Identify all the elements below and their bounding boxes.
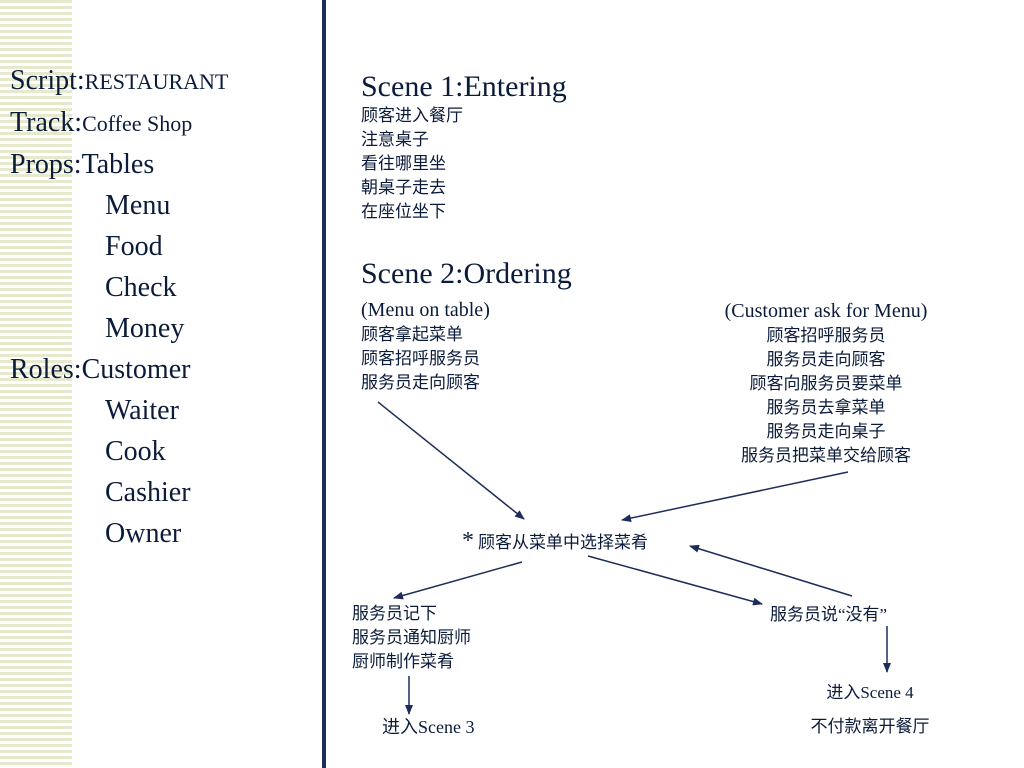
arrow-choose-to-waiter bbox=[393, 561, 523, 600]
track-line: Track:Coffee Shop bbox=[10, 102, 228, 144]
roles-item: Owner bbox=[105, 518, 182, 549]
track-value: Coffee Shop bbox=[82, 111, 193, 136]
leave-restaurant: 不付款离开餐厅 bbox=[810, 717, 930, 736]
roles-item: Customer bbox=[81, 354, 191, 385]
waiter-path-node: 服务员记下 服务员通知厨师 厨师制作菜肴 bbox=[352, 602, 471, 674]
branch-a-heading: (Menu on table) bbox=[361, 299, 490, 321]
scene1-block: Scene 1:Entering 顾客进入餐厅 注意桌子 看往哪里坐 朝桌子走去… bbox=[361, 70, 567, 224]
branch-menu-on-table: (Menu on table) 顾客拿起菜单 顾客招呼服务员 服务员走向顾客 bbox=[361, 297, 490, 395]
branch-b-step: 顾客向服务员要菜单 bbox=[749, 374, 903, 393]
roles-item: Cashier bbox=[105, 477, 191, 508]
scene1-step: 看往哪里坐 bbox=[361, 154, 446, 173]
branch-a-step: 顾客招呼服务员 bbox=[361, 349, 480, 368]
props-label: Props: bbox=[10, 149, 82, 180]
scene2-title: Scene 2:Ordering bbox=[361, 257, 572, 290]
arrow-branch-b-to-choose bbox=[621, 471, 849, 523]
branch-a-step: 服务员走向顾客 bbox=[361, 373, 480, 392]
roles-label: Roles: bbox=[10, 354, 82, 385]
branch-b-step: 服务员走向顾客 bbox=[766, 350, 886, 369]
scene1-step: 顾客进入餐厅 bbox=[361, 106, 463, 125]
scene1-step: 在座位坐下 bbox=[361, 202, 446, 221]
branch-b-step: 顾客招呼服务员 bbox=[766, 326, 886, 345]
choose-dish-node: * 顾客从菜单中选择菜肴 bbox=[462, 528, 648, 555]
script-summary: Script:RESTAURANT Track:Coffee Shop Prop… bbox=[10, 60, 228, 554]
roles-item: Cook bbox=[105, 436, 166, 467]
props-item: Tables bbox=[81, 149, 155, 180]
branch-b-heading: (Customer ask for Menu) bbox=[724, 300, 928, 322]
props-line: Props:Tables bbox=[10, 144, 228, 185]
arrow-choose-to-none bbox=[587, 555, 763, 606]
roles-line: Roles:Customer bbox=[10, 349, 228, 390]
choose-text: 顾客从菜单中选择菜肴 bbox=[478, 533, 648, 552]
vertical-divider bbox=[322, 0, 326, 768]
choose-star: * bbox=[462, 528, 474, 554]
branch-a-step: 顾客拿起菜单 bbox=[361, 325, 463, 344]
branch-ask-for-menu: (Customer ask for Menu) 顾客招呼服务员 服务员走向顾客 … bbox=[686, 298, 966, 468]
enter-scene3: 进入Scene 3 bbox=[382, 717, 475, 737]
roles-item: Waiter bbox=[105, 395, 179, 426]
props-item: Money bbox=[105, 313, 185, 344]
none-available-node: 服务员说“没有” bbox=[770, 605, 888, 624]
script-line: Script:RESTAURANT bbox=[10, 60, 228, 102]
decorative-stripes bbox=[0, 0, 72, 768]
waiter-path-step: 服务员通知厨师 bbox=[352, 628, 471, 647]
script-label: Script: bbox=[10, 65, 85, 96]
track-label: Track: bbox=[10, 107, 83, 138]
arrow-none-back-to-choose bbox=[689, 544, 853, 597]
props-item: Food bbox=[105, 231, 163, 262]
branch-b-step: 服务员走向桌子 bbox=[766, 422, 886, 441]
branch-b-step: 服务员去拿菜单 bbox=[766, 398, 886, 417]
waiter-path-step: 厨师制作菜肴 bbox=[352, 652, 454, 671]
enter-scene4: 进入Scene 4 bbox=[826, 683, 914, 702]
scene1-title: Scene 1:Entering bbox=[361, 70, 567, 103]
branch-b-step: 服务员把菜单交给顾客 bbox=[741, 446, 911, 465]
scene1-step: 朝桌子走去 bbox=[361, 178, 446, 197]
arrow-branch-a-to-choose bbox=[377, 401, 525, 520]
props-item: Menu bbox=[105, 190, 171, 221]
props-item: Check bbox=[105, 272, 177, 303]
waiter-path-step: 服务员记下 bbox=[352, 604, 437, 623]
script-value: RESTAURANT bbox=[84, 69, 229, 94]
scene1-step: 注意桌子 bbox=[361, 130, 429, 149]
